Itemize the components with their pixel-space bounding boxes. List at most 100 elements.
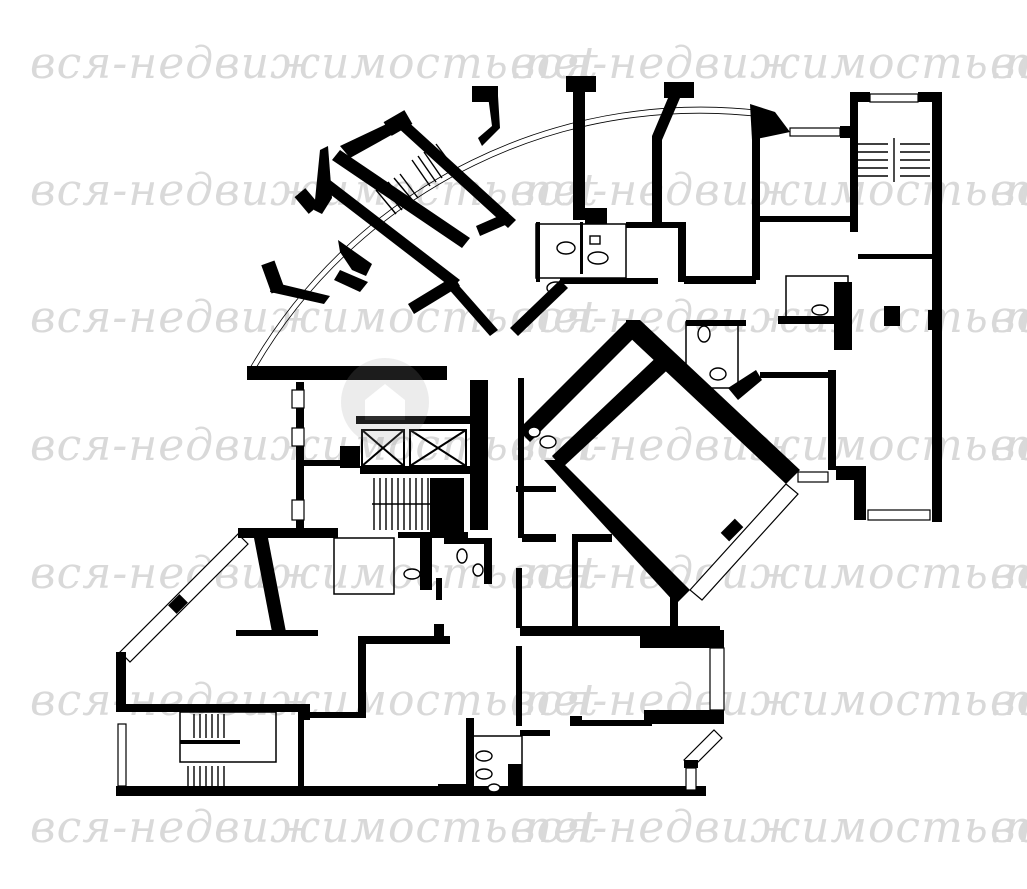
window bbox=[291, 427, 305, 447]
wall bbox=[664, 82, 694, 98]
wall bbox=[398, 532, 468, 538]
wall bbox=[566, 76, 596, 92]
wall bbox=[306, 712, 366, 718]
wall bbox=[684, 760, 698, 768]
wall bbox=[358, 636, 366, 716]
wall bbox=[360, 636, 450, 644]
sink-icon bbox=[487, 783, 501, 793]
wall bbox=[334, 270, 368, 292]
sink-icon bbox=[589, 235, 601, 245]
wall bbox=[436, 578, 442, 600]
watermark-text: вся-недвижимость.net bbox=[30, 548, 599, 599]
wall bbox=[332, 150, 470, 248]
wall bbox=[116, 652, 126, 712]
wall bbox=[466, 718, 474, 794]
wall bbox=[444, 538, 484, 544]
wall bbox=[518, 378, 524, 538]
toilet-icon bbox=[556, 241, 576, 255]
wall bbox=[322, 180, 460, 288]
wall bbox=[510, 280, 568, 336]
wall bbox=[572, 540, 578, 626]
window bbox=[867, 509, 931, 521]
wall bbox=[470, 380, 488, 530]
window bbox=[709, 647, 725, 711]
room bbox=[333, 537, 395, 595]
wall bbox=[338, 240, 372, 276]
watermark-text: вся-недвижимость.net bbox=[990, 165, 1027, 216]
wall bbox=[446, 280, 498, 336]
wall bbox=[516, 486, 556, 492]
window bbox=[869, 93, 919, 103]
window bbox=[291, 499, 305, 521]
wall bbox=[340, 120, 404, 158]
sink-icon bbox=[527, 426, 541, 438]
wall bbox=[544, 460, 690, 604]
wall bbox=[168, 594, 188, 614]
wall bbox=[396, 118, 516, 228]
wall bbox=[522, 534, 556, 542]
watermark-text: вся-недвижимость.net bbox=[990, 292, 1027, 343]
wall bbox=[340, 446, 360, 468]
wall bbox=[840, 126, 854, 138]
wall bbox=[516, 646, 522, 726]
northeast-block bbox=[752, 92, 942, 522]
wall bbox=[236, 630, 318, 636]
wall bbox=[356, 416, 470, 424]
wall bbox=[518, 320, 640, 442]
toilet-icon bbox=[811, 304, 829, 316]
wall bbox=[516, 568, 522, 628]
wall bbox=[580, 222, 583, 274]
room bbox=[179, 711, 277, 763]
watermark-text: вся-недвижимость.net bbox=[30, 802, 599, 853]
window bbox=[291, 389, 305, 409]
toilet-icon bbox=[539, 435, 557, 449]
watermark-text: вся-недвижимость.net bbox=[30, 38, 599, 89]
wall bbox=[678, 222, 686, 282]
window bbox=[117, 723, 127, 787]
central-core bbox=[291, 378, 556, 600]
wall bbox=[560, 278, 658, 284]
wall bbox=[652, 98, 680, 228]
wall bbox=[270, 282, 330, 304]
wall bbox=[478, 96, 500, 146]
wall bbox=[420, 538, 432, 590]
north-wing bbox=[247, 76, 790, 380]
diamond-room bbox=[518, 320, 800, 604]
wall bbox=[520, 626, 720, 636]
wall bbox=[570, 716, 582, 726]
wall bbox=[778, 316, 848, 324]
toilet-icon bbox=[697, 325, 711, 343]
wall bbox=[430, 478, 464, 532]
wall bbox=[116, 786, 706, 796]
wall bbox=[434, 624, 444, 644]
wall bbox=[828, 370, 836, 470]
wall bbox=[834, 282, 852, 350]
wall bbox=[300, 460, 360, 466]
wall bbox=[573, 90, 585, 220]
wall bbox=[644, 710, 724, 724]
wall bbox=[684, 276, 756, 284]
wall bbox=[640, 630, 724, 648]
watermark-text: вся-недвижимость.net bbox=[510, 548, 1027, 599]
sink-icon bbox=[472, 563, 484, 577]
toilet-icon bbox=[587, 251, 609, 265]
window bbox=[685, 767, 697, 791]
wall bbox=[254, 538, 286, 632]
wall bbox=[626, 222, 686, 228]
watermark-text: вся-недвижимость.net bbox=[990, 38, 1027, 89]
window bbox=[689, 483, 799, 601]
wall bbox=[520, 730, 550, 736]
watermark-text: вся-недвижимость.net bbox=[990, 548, 1027, 599]
wall bbox=[476, 212, 512, 236]
wall bbox=[858, 254, 938, 259]
window bbox=[119, 533, 249, 663]
wall bbox=[752, 130, 760, 280]
toilet-icon bbox=[475, 750, 493, 762]
wall bbox=[572, 534, 612, 542]
staircase bbox=[187, 714, 225, 790]
wall bbox=[928, 310, 938, 330]
wall bbox=[850, 92, 858, 232]
wall bbox=[850, 92, 870, 102]
watermark-text: вся-недвижимость.net bbox=[990, 420, 1027, 471]
wall bbox=[296, 382, 304, 530]
